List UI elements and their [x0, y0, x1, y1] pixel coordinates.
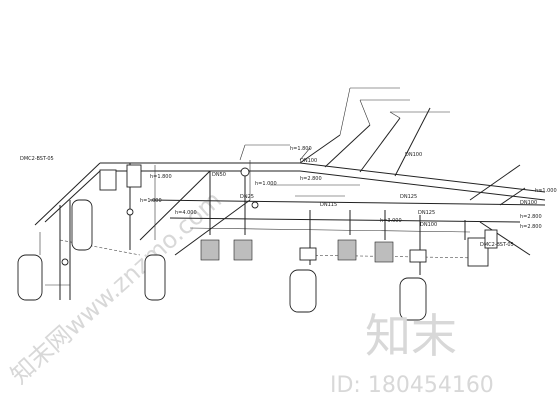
- pipe-segment-43: [299, 147, 311, 161]
- label-dn100-c: DN100: [420, 222, 437, 228]
- label-h2800-a: h=2.800: [300, 176, 322, 182]
- pipe-segment-3: [299, 170, 546, 201]
- label-h1000-a: h=1.000: [255, 181, 277, 187]
- pipe-segment-12: [324, 124, 371, 168]
- id-watermark: ID: 180454160: [330, 373, 494, 398]
- pipe-segment-38: [359, 99, 371, 126]
- valve-circle-3: [126, 208, 134, 216]
- label-dmc-right: DMC2-BST-05: [480, 242, 514, 248]
- valve-box-1: [299, 247, 317, 261]
- label-dmc-left: DMC2-BST-05: [20, 156, 54, 162]
- valve-circle-4: [61, 258, 69, 266]
- pump-4: [374, 241, 394, 263]
- pipe-segment-30: [59, 239, 141, 256]
- label-dn115: DN115: [320, 202, 337, 208]
- main-pipes: [34, 107, 546, 300]
- pressure-tank-left: [17, 254, 43, 301]
- pump-3: [337, 239, 357, 261]
- pipe-segment-1: [299, 162, 546, 193]
- pipe-segment-44: [239, 144, 246, 161]
- pipe-segment-11: [299, 134, 341, 164]
- label-h2800-b: h=2.800: [520, 214, 542, 220]
- unit-b: [126, 164, 142, 188]
- pipe-segment-15: [469, 164, 521, 201]
- heat-exchanger-2: [399, 277, 427, 321]
- pipe-labels: DN100 h=2.800 DN100 DN50 h=1.000 DN25 h=…: [20, 146, 557, 248]
- pipe-segment-10: [174, 199, 251, 256]
- label-h1800-a: h=1.800: [290, 146, 312, 152]
- pipe-segment-6: [189, 227, 471, 233]
- pipe-segment-17: [499, 187, 526, 206]
- pipe-segment-36: [339, 87, 351, 136]
- label-dn125-b: DN125: [418, 210, 435, 216]
- brand-watermark: 知末: [365, 309, 457, 363]
- pipe-segment-14: [394, 107, 431, 177]
- pipe-segment-40: [389, 111, 401, 119]
- label-dn100-b: DN100: [405, 152, 422, 158]
- right-unit: [467, 237, 489, 267]
- pipe-segment-13: [359, 117, 401, 173]
- valve-circle-2: [251, 201, 259, 209]
- valve-box-2: [409, 249, 427, 263]
- pipe-segment-8: [44, 170, 101, 223]
- heat-exchanger-1: [289, 269, 317, 313]
- label-h2800-c: h=2.800: [520, 224, 542, 230]
- pipe-segment-4: [149, 199, 546, 206]
- buffer-tank: [71, 199, 93, 251]
- unit-a: [99, 169, 117, 191]
- pump-2: [233, 239, 253, 261]
- label-h1800-b: h=1.800: [150, 174, 172, 180]
- label-dn100-d: DN100: [520, 200, 537, 206]
- label-h4000: h=4.000: [175, 210, 197, 216]
- label-h1000-c: h=1.000: [535, 188, 557, 194]
- valve-circle-1: [240, 167, 250, 177]
- label-dn25: DN25: [240, 194, 254, 200]
- pipe-segment-5: [169, 217, 521, 223]
- label-dn125-a: DN125: [400, 194, 417, 200]
- water-tank-center: [144, 254, 166, 301]
- right-unit-b: [484, 229, 498, 249]
- label-h3000: h=3.000: [380, 218, 402, 224]
- pipe-segment-9: [139, 170, 211, 241]
- pipe-segment-16: [479, 221, 531, 256]
- label-dn100-a: DN100: [300, 158, 317, 164]
- label-dn50: DN50: [212, 172, 226, 178]
- pipe-segment-42: [424, 107, 431, 119]
- leader-lines: [239, 87, 450, 161]
- equipment: [17, 164, 498, 321]
- pipe-segment-7: [34, 162, 101, 226]
- label-h1000-b: h=1.000: [140, 198, 162, 204]
- pump-1: [200, 239, 220, 261]
